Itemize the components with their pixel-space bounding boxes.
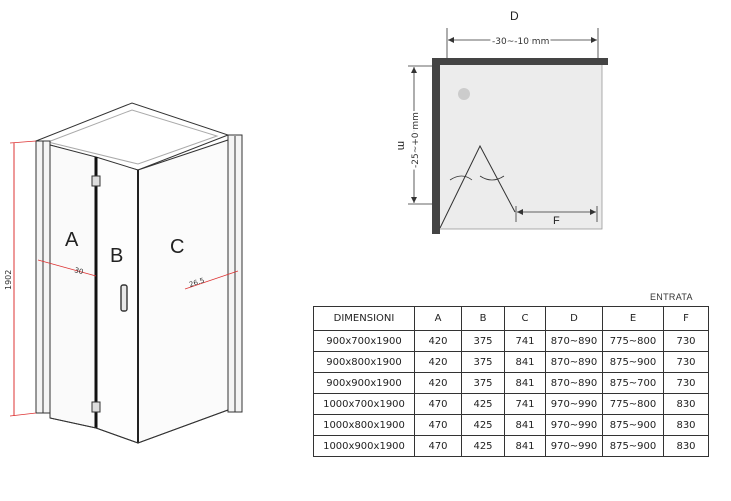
- dimensions-table: DIMENSIONI A B C D E F 900x700x1900 420 …: [313, 306, 709, 457]
- cell: 420: [414, 372, 462, 394]
- cell: 875~900: [602, 414, 664, 436]
- top-frame-inner: [46, 109, 219, 165]
- plan-view-drawing: [408, 28, 608, 234]
- cell: 1000x800x1900: [313, 414, 415, 436]
- hinge-bottom: [91, 401, 101, 413]
- panel-b-door: [95, 156, 139, 444]
- cell: 741: [504, 330, 546, 352]
- panel-c-label: C: [170, 236, 184, 258]
- cell: 420: [414, 330, 462, 352]
- panel-b-label: B: [110, 245, 123, 267]
- door-swing: [439, 144, 516, 229]
- cell: 730: [663, 372, 709, 394]
- cell: 425: [461, 414, 505, 436]
- height-dimension-label: 1902: [4, 270, 13, 290]
- cell: 841: [504, 435, 546, 457]
- cell: 875~900: [602, 351, 664, 373]
- cell: 970~990: [545, 414, 603, 436]
- plan-wall-left: [432, 58, 440, 234]
- table-header-row: DIMENSIONI A B C D E F: [313, 306, 709, 331]
- drain-icon: [458, 88, 470, 100]
- table-row: 900x900x1900 420 375 841 870~890 875~700…: [313, 372, 709, 394]
- hinge-top: [91, 175, 101, 187]
- plan-floor: [435, 62, 603, 230]
- cell: 775~800: [602, 330, 664, 352]
- dim-a-label: 30: [73, 266, 84, 276]
- plan-side-dimension-label: -25~+0 mm: [411, 112, 421, 168]
- header-c: C: [504, 306, 546, 331]
- cell: 870~890: [545, 351, 603, 373]
- header-e: E: [602, 306, 664, 331]
- cell: 830: [663, 435, 709, 457]
- cell: 875~900: [602, 435, 664, 457]
- cell: 841: [504, 372, 546, 394]
- cell: 970~990: [545, 435, 603, 457]
- cell: 830: [663, 393, 709, 415]
- cell: 1000x700x1900: [313, 393, 415, 415]
- cell: 830: [663, 414, 709, 436]
- cell: 841: [504, 414, 546, 436]
- cell: 470: [414, 414, 462, 436]
- table-caption: ENTRATA: [650, 292, 693, 302]
- cell: 875~700: [602, 372, 664, 394]
- plan-top-label: D: [510, 9, 519, 23]
- table-row: 900x800x1900 420 375 841 870~890 875~900…: [313, 351, 709, 373]
- header-a: A: [414, 306, 462, 331]
- cell: 870~890: [545, 330, 603, 352]
- table-row: 1000x800x1900 470 425 841 970~990 875~90…: [313, 414, 709, 436]
- cell: 375: [461, 372, 505, 394]
- cell: 375: [461, 330, 505, 352]
- cell: 470: [414, 435, 462, 457]
- table-row: 1000x700x1900 470 425 741 970~990 775~80…: [313, 393, 709, 415]
- header-dimensioni: DIMENSIONI: [313, 306, 415, 331]
- header-d: D: [545, 306, 603, 331]
- cell: 870~890: [545, 372, 603, 394]
- plan-bottom-label: F: [553, 215, 560, 227]
- cell: 775~800: [602, 393, 664, 415]
- dim-c-line: [184, 270, 239, 290]
- cell: 730: [663, 330, 709, 352]
- plan-side-label: m: [395, 141, 407, 150]
- cell: 900x700x1900: [313, 330, 415, 352]
- cell: 375: [461, 351, 505, 373]
- panel-a: [49, 144, 97, 429]
- dim-a-line: [37, 259, 97, 277]
- shower-enclosure-drawing: [9, 102, 243, 444]
- cell: 730: [663, 351, 709, 373]
- header-b: B: [461, 306, 505, 331]
- cell: 841: [504, 351, 546, 373]
- panel-a-label: A: [65, 229, 79, 251]
- cell: 425: [461, 435, 505, 457]
- cell: 1000x900x1900: [313, 435, 415, 457]
- cell: 470: [414, 393, 462, 415]
- cell: 420: [414, 351, 462, 373]
- cell: 900x800x1900: [313, 351, 415, 373]
- header-f: F: [663, 306, 709, 331]
- door-handle: [120, 284, 128, 312]
- table-row: 1000x900x1900 470 425 841 970~990 875~90…: [313, 435, 709, 457]
- cell: 741: [504, 393, 546, 415]
- cell: 425: [461, 393, 505, 415]
- plan-top-dimension-label: -30~-10 mm: [492, 37, 549, 47]
- cell: 900x900x1900: [313, 372, 415, 394]
- table-row: 900x700x1900 420 375 741 870~890 775~800…: [313, 330, 709, 352]
- panel-c: [137, 139, 229, 444]
- plan-wall-top: [432, 58, 608, 65]
- cell: 970~990: [545, 393, 603, 415]
